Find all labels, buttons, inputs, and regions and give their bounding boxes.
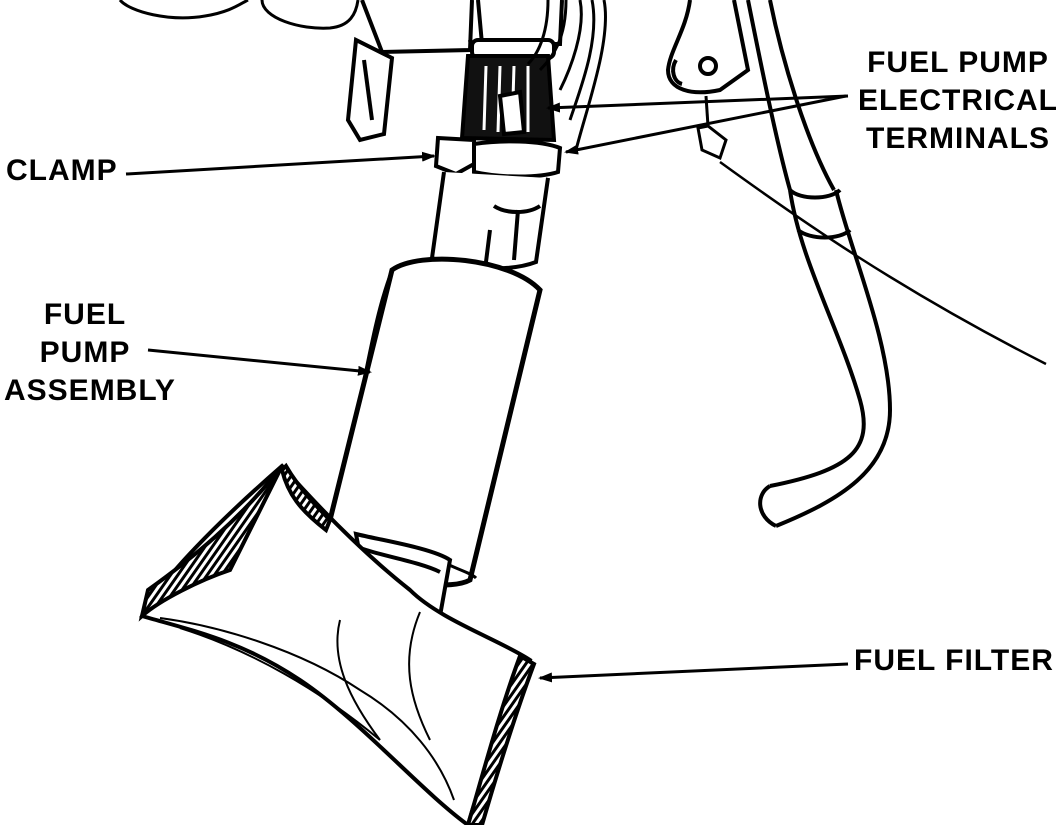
label-line: PUMP: [39, 336, 131, 369]
label-line: FUEL PUMP: [867, 46, 1049, 79]
leader-filter: [538, 662, 849, 683]
label-line: ASSEMBLY: [4, 374, 176, 407]
mounting-bracket: [345, 0, 478, 143]
label-fuel-pump-assembly: FUEL PUMP ASSEMBLY: [4, 296, 176, 410]
label-fuel-filter: FUEL FILTER: [854, 642, 1054, 680]
ground-wire: [719, 160, 1047, 366]
label-line: FUEL FILTER: [854, 644, 1054, 677]
leader-lines: [125, 94, 849, 683]
leader-terminals-upper: [546, 94, 849, 113]
label-fuel-pump-electrical-terminals: FUEL PUMP ELECTRICAL TERMINALS: [858, 44, 1056, 158]
pump-neck: [459, 0, 564, 143]
hand-outline: [118, 0, 360, 30]
label-line: FUEL: [43, 298, 127, 331]
leader-terminals-lower: [564, 94, 847, 155]
leader-assembly: [147, 348, 372, 376]
return-tube: [665, 0, 893, 528]
terminal-connector: [696, 95, 728, 161]
label-line: TERMINALS: [866, 122, 1050, 155]
label-line: CLAMP: [6, 154, 118, 187]
leader-clamp: [125, 151, 436, 176]
label-line: ELECTRICAL: [858, 84, 1056, 117]
pump-upper-body: [429, 171, 550, 271]
electrical-wires: [526, 0, 607, 151]
fuel-filter-sock: [138, 462, 537, 825]
label-clamp: CLAMP: [6, 152, 118, 190]
